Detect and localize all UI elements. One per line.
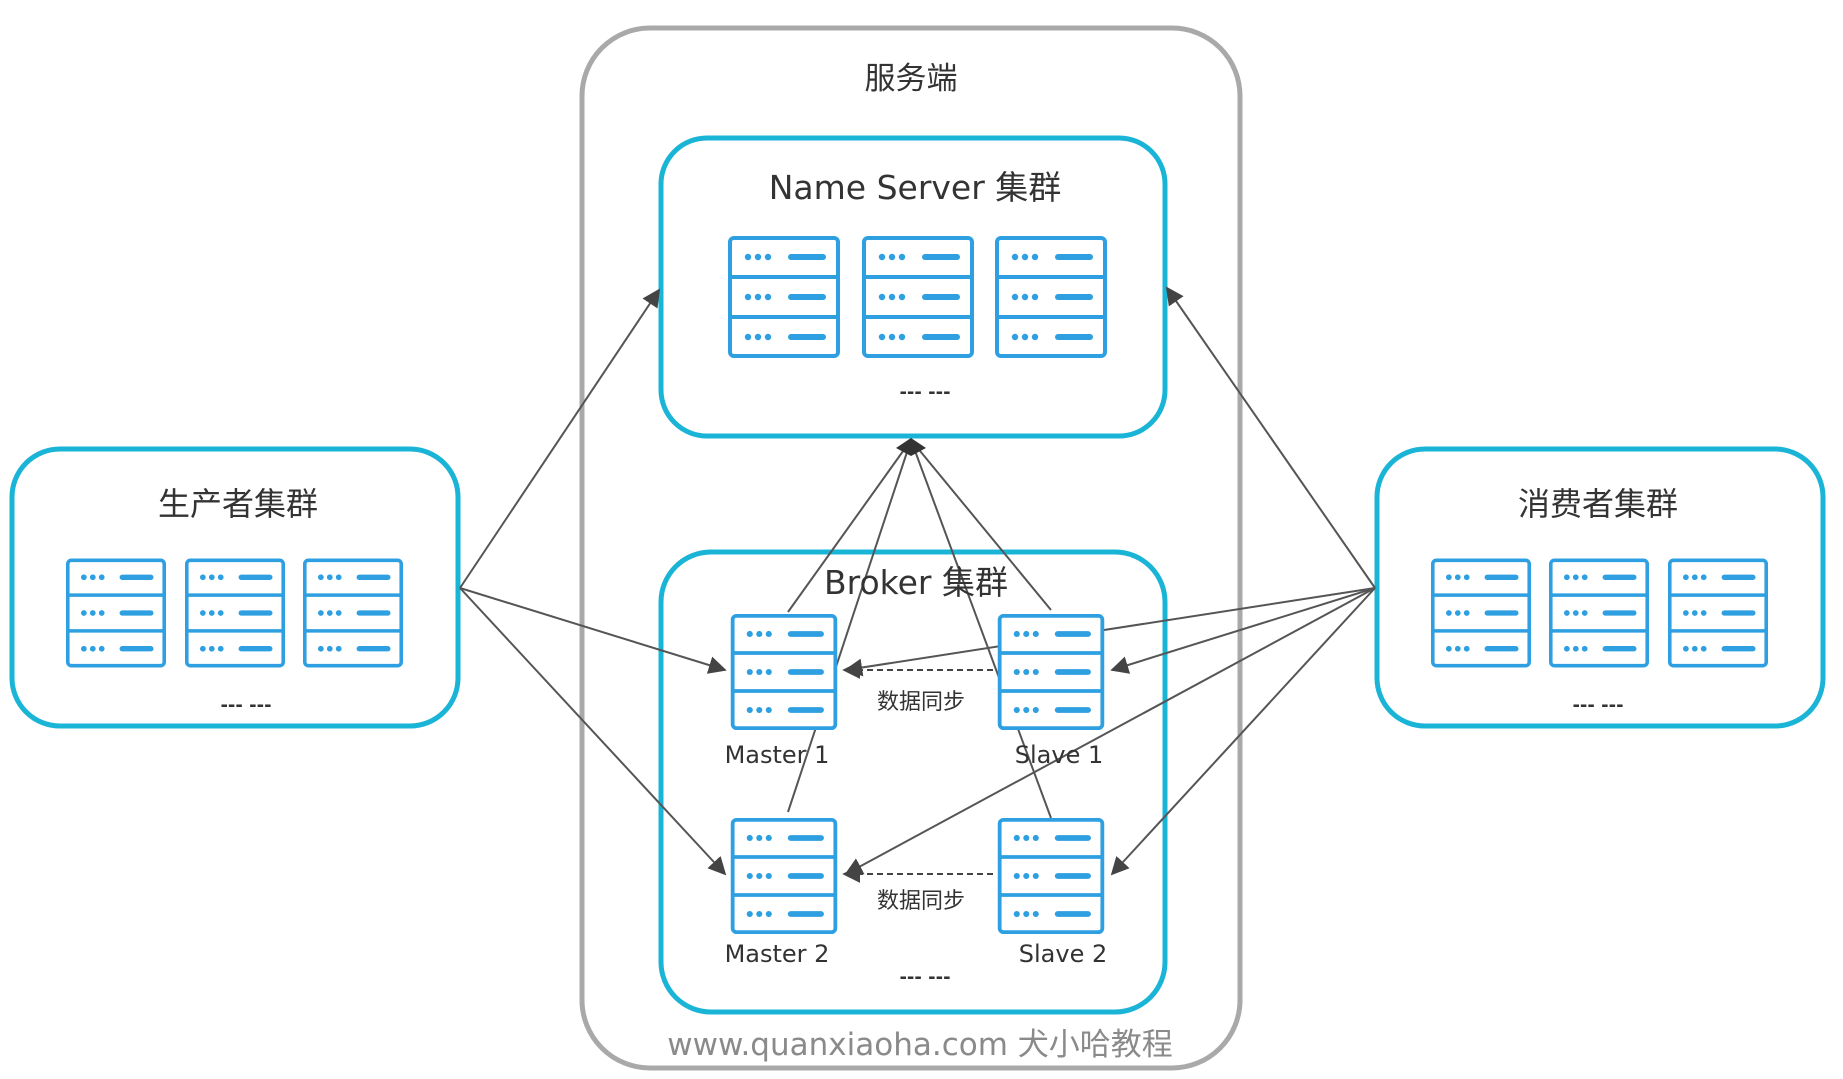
master2-to-nameserver-line [787,439,912,813]
slave1-label: Slave 1 [1015,741,1103,769]
server-rack-icon [730,818,838,934]
sync-label-bottom: 数据同步 [877,889,965,914]
watermark: www.quanxiaoha.com 犬小哈教程 [667,1027,1173,1063]
consumer-title: 消费者集群 [1518,485,1678,523]
producer-ellipsis: --- --- [220,695,271,716]
sync-lines [842,661,993,883]
server-rack-icon [730,614,838,730]
master2-label: Master 2 [725,940,830,968]
master1-label: Master 1 [725,741,830,769]
server-rack-icon [303,558,403,668]
server-rack-icon [185,558,285,668]
server-rack-icon [862,236,974,358]
consumer-to-master1-arrow [844,587,1376,677]
slave2-label: Slave 2 [1019,940,1107,968]
producer-to-master1-arrow [459,587,727,674]
consumer-to-master2-arrow [844,587,1376,875]
slave2-to-nameserver-line [910,439,1052,819]
server-rack-icon [66,558,166,668]
server-side-container [579,25,1243,1071]
server-rack-icon [997,614,1105,730]
producer-to-master2-arrow [459,587,727,876]
consumer-to-nameserver-arrow [1165,286,1376,589]
slave1-to-nameserver-line [910,439,1052,611]
server-rack-icon [1549,558,1649,668]
sync-label-top: 数据同步 [877,690,965,715]
server-rack-icon [728,236,840,358]
name-server-ellipsis: --- --- [899,382,950,403]
consumer-to-slave1-arrow [1110,587,1376,674]
producer-title: 生产者集群 [158,485,318,523]
server-rack-icon [1668,558,1768,668]
consumer-to-slave2-arrow [1110,587,1376,876]
server-rack-icon [997,818,1105,934]
connections [459,286,1376,876]
arrow-head-icon [896,438,926,456]
broker-title: Broker 集群 [824,563,1008,602]
name-server-title: Name Server 集群 [769,168,1062,207]
server-rack-icon [995,236,1107,358]
producer-to-nameserver-arrow [459,288,660,589]
server-side-title: 服务端 [865,61,958,97]
server-rack-icon [1431,558,1531,668]
consumer-ellipsis: --- --- [1572,695,1623,716]
master1-to-nameserver-line [787,439,912,613]
broker-ellipsis: --- --- [899,967,950,988]
